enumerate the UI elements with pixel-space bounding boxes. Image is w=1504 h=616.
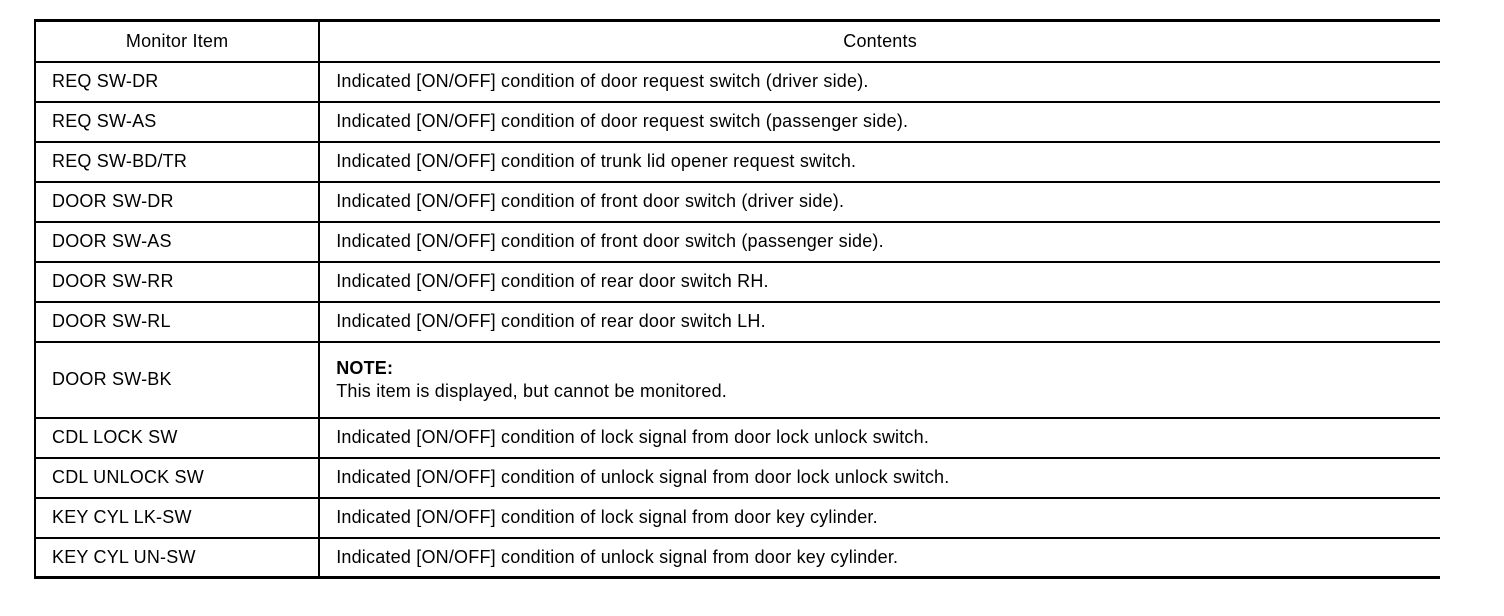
column-header-contents: Contents bbox=[319, 20, 1440, 63]
table-header-row: Monitor Item Contents bbox=[35, 20, 1440, 63]
monitor-item-cell: DOOR SW-DR bbox=[35, 181, 321, 223]
monitor-item-cell: CDL UNLOCK SW bbox=[35, 457, 321, 499]
contents-cell: NOTE:This item is displayed, but cannot … bbox=[319, 341, 1440, 419]
note-text: This item is displayed, but cannot be mo… bbox=[336, 380, 727, 401]
monitor-item-cell: REQ SW-DR bbox=[35, 61, 321, 103]
contents-cell: Indicated [ON/OFF] condition of front do… bbox=[319, 181, 1440, 223]
contents-cell: Indicated [ON/OFF] condition of unlock s… bbox=[319, 457, 1440, 499]
contents-cell: Indicated [ON/OFF] condition of lock sig… bbox=[319, 497, 1440, 539]
contents-cell: Indicated [ON/OFF] condition of rear doo… bbox=[319, 261, 1440, 303]
monitor-item-cell: REQ SW-AS bbox=[35, 101, 321, 143]
contents-cell: Indicated [ON/OFF] condition of lock sig… bbox=[319, 417, 1440, 459]
contents-cell: Indicated [ON/OFF] condition of door req… bbox=[319, 101, 1440, 143]
monitor-item-cell: DOOR SW-RR bbox=[35, 261, 321, 303]
monitor-item-cell: DOOR SW-RL bbox=[35, 301, 321, 343]
contents-cell: Indicated [ON/OFF] condition of unlock s… bbox=[319, 537, 1440, 579]
monitor-item-cell: DOOR SW-BK bbox=[35, 341, 321, 419]
monitor-item-cell: KEY CYL UN-SW bbox=[35, 537, 321, 579]
column-header-monitor-item: Monitor Item bbox=[35, 20, 321, 63]
contents-cell: Indicated [ON/OFF] condition of door req… bbox=[319, 61, 1440, 103]
monitor-item-cell: CDL LOCK SW bbox=[35, 417, 321, 459]
note-label: NOTE: bbox=[336, 358, 394, 378]
monitor-item-cell: KEY CYL LK-SW bbox=[35, 497, 321, 539]
contents-cell: Indicated [ON/OFF] condition of trunk li… bbox=[319, 141, 1440, 183]
contents-cell: Indicated [ON/OFF] condition of rear doo… bbox=[319, 301, 1440, 343]
monitor-item-cell: REQ SW-BD/TR bbox=[35, 141, 321, 183]
monitor-item-cell: DOOR SW-AS bbox=[35, 221, 321, 263]
contents-cell: Indicated [ON/OFF] condition of front do… bbox=[319, 221, 1440, 263]
